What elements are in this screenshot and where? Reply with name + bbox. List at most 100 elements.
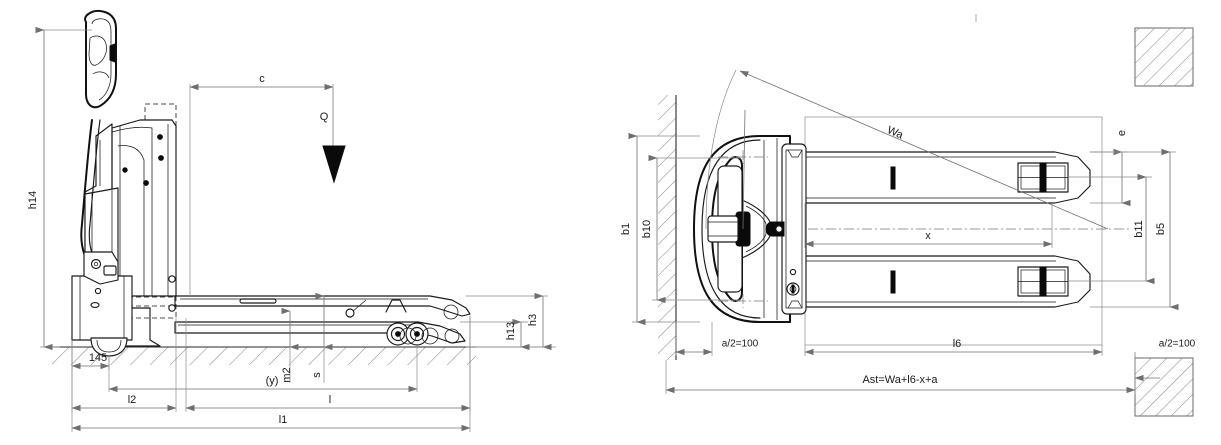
tiller-head-grip <box>109 43 116 63</box>
tiller-head-inner-2 <box>92 71 110 79</box>
dimension-label-b1: b1 <box>620 223 632 235</box>
horn-button-inner <box>775 225 783 233</box>
dimension-y: (y) <box>108 345 418 393</box>
truck-plan-profile <box>693 135 1130 323</box>
body-bolt-1 <box>157 134 163 140</box>
tiller-plan <box>707 156 785 302</box>
tiller-plan-grip <box>707 215 739 243</box>
pivot-plate <box>103 265 117 276</box>
fork-tip-roller-raised <box>443 304 459 320</box>
dimension-label-y: (y) <box>266 375 279 387</box>
dimension-b10: b10 <box>641 154 740 304</box>
dimension-h14: h14 <box>27 26 92 351</box>
tiller-plan-body <box>711 156 743 302</box>
cover-panel-notch-top <box>787 149 803 158</box>
dimension-label-x: x <box>925 230 931 242</box>
traction-housing-ribs <box>79 276 125 340</box>
pivot-bracket <box>83 251 119 285</box>
dimension-l1: l1 <box>71 316 471 432</box>
dimension-s: s <box>311 292 333 383</box>
tiller-plan-grip-lines <box>708 221 738 237</box>
traction-housing <box>71 275 133 341</box>
tiller-head-inner-1 <box>91 18 112 101</box>
fork-tip-roller <box>444 328 460 344</box>
key-switch-slot <box>791 284 795 294</box>
dimension-label-l: l <box>329 394 331 406</box>
fork-upper-axle <box>1039 162 1047 193</box>
linkage-rod <box>351 299 367 313</box>
fork-slot-detail <box>239 298 277 304</box>
dimension-label-e: e <box>1116 130 1128 136</box>
tiller-arm-edge <box>88 119 101 263</box>
plan-view: Wa b1 b10 e b11 <box>620 14 1196 417</box>
tiller-head-body <box>84 9 117 109</box>
fork-plan-lower <box>799 255 1091 308</box>
pivot-pin-center <box>93 261 99 267</box>
dimension-label-l2: l2 <box>128 394 137 406</box>
fork-lower-centre-mark <box>890 270 896 294</box>
dimension-x: x <box>804 203 1053 248</box>
dimension-Ast: Ast=Wa+l6-x+a <box>665 352 1136 394</box>
dimension-label-Q: Q <box>320 111 329 123</box>
fork-lower-axle <box>1039 266 1047 297</box>
fork-plan-upper <box>799 151 1091 204</box>
tiller-head-butterfly <box>88 35 107 66</box>
body-bolt-2 <box>158 155 164 161</box>
dimension-label-a2-right: a/2=100 <box>1159 339 1196 350</box>
dimension-l6: l6 <box>804 338 1103 356</box>
dimension-label-h13: h13 <box>505 322 517 340</box>
dimension-h13: h13 <box>460 318 530 351</box>
cover-panel-notch-bottom <box>787 300 803 309</box>
pallet-block-top <box>1134 27 1194 87</box>
dimension-label-l1: l1 <box>279 414 288 426</box>
dimension-label-b10: b10 <box>641 220 653 238</box>
wall-hatch-left <box>658 95 677 360</box>
fork-upper-plan <box>799 151 1091 204</box>
drive-wheel-inner <box>96 339 122 353</box>
load-wheel-linkage <box>385 299 407 313</box>
tiller-pivot-bracket <box>83 251 119 285</box>
housing-latch <box>90 302 100 308</box>
pallet-block-bottom <box>1134 357 1194 417</box>
body-hole-2 <box>168 304 176 312</box>
fork-upper-centre-mark <box>890 166 896 190</box>
pivot-pin <box>90 258 102 270</box>
load-wheel-linkage-pivot <box>399 327 417 345</box>
mast-hidden-top <box>144 103 177 126</box>
dimension-label-b11: b11 <box>1133 220 1145 238</box>
tiller-head <box>84 9 117 109</box>
dimension-b11: b11 <box>1068 173 1155 285</box>
panel-button <box>789 268 797 276</box>
body-bolt-4 <box>122 167 128 173</box>
dimension-label-c: c <box>259 73 265 85</box>
body-plan-inner-contour <box>701 139 761 319</box>
mast-cover-edges <box>119 124 169 296</box>
fork-upper-outline <box>174 295 471 317</box>
load-wheel-assembly <box>345 299 460 346</box>
dimension-b1: b1 <box>620 132 700 326</box>
truck-side-profile <box>71 9 471 357</box>
dimension-label-m2: m2 <box>281 367 293 382</box>
housing-bolt-1 <box>94 287 102 295</box>
body-plan-outline <box>693 135 791 323</box>
dimension-label-h3: h3 <box>527 314 539 326</box>
tiller-arm <box>80 119 93 263</box>
dimension-a2-left: a/2=100 <box>675 322 759 356</box>
linkage-joint <box>345 308 355 318</box>
dimension-label-145: 145 <box>89 352 107 364</box>
dimension-label-a2-left: a/2=100 <box>722 339 759 350</box>
dimension-Wa: Wa <box>705 69 1109 230</box>
cover-seam-2 <box>117 145 145 296</box>
dimension-label-h14: h14 <box>27 191 39 209</box>
turning-radius-line <box>739 70 1109 230</box>
dimension-label-s: s <box>311 372 323 378</box>
dimension-Q: Q <box>320 88 346 184</box>
side-view: h14 c Q h3 h13 <box>27 9 556 432</box>
fork-lower-plan-inner <box>800 260 1056 303</box>
dimension-label-Ast: Ast=Wa+l6-x+a <box>862 374 938 386</box>
load-wheel-roller <box>421 327 439 345</box>
dimension-m2: m2 <box>281 307 299 383</box>
